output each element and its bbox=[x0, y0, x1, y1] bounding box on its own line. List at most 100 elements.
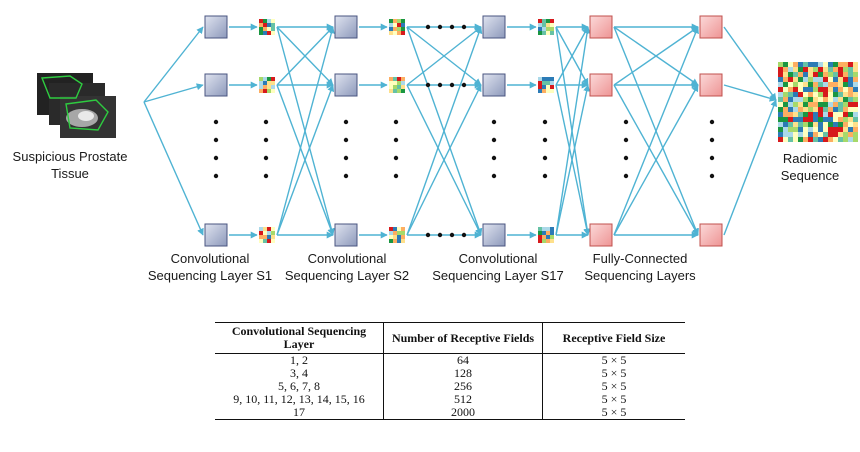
feature-map-cell bbox=[397, 239, 401, 243]
ellipsis-dot bbox=[393, 155, 399, 161]
sequence-cell bbox=[778, 102, 783, 107]
feature-map-cell bbox=[397, 89, 401, 93]
ellipsis-dot bbox=[623, 119, 629, 125]
feature-map-cell bbox=[263, 31, 267, 35]
feature-map-cell bbox=[267, 31, 271, 35]
feature-map-cell bbox=[393, 31, 397, 35]
feature-map-cell bbox=[267, 239, 271, 243]
sequence-cell bbox=[838, 92, 843, 97]
sequence-cell bbox=[843, 137, 848, 142]
sequence-cell bbox=[813, 137, 818, 142]
sequence-cell bbox=[828, 72, 833, 77]
ellipsis-dot bbox=[393, 119, 399, 125]
feature-map-cell bbox=[401, 27, 405, 31]
sequence-cell bbox=[783, 67, 788, 72]
feature-map-cell bbox=[271, 85, 275, 89]
sequence-cell bbox=[823, 62, 828, 67]
sequence-cell bbox=[793, 132, 798, 137]
table-header-row: Convolutional Sequencing Layer Number of… bbox=[215, 322, 685, 354]
sequence-cell bbox=[793, 87, 798, 92]
feature-map-cell bbox=[542, 239, 546, 243]
sequence-cell bbox=[853, 127, 858, 132]
feature-map-cell bbox=[271, 89, 275, 93]
sequence-cell bbox=[808, 92, 813, 97]
fc-node bbox=[699, 73, 723, 97]
feature-map-cell bbox=[263, 239, 267, 243]
sequence-cell bbox=[778, 77, 783, 82]
sequence-cell bbox=[818, 87, 823, 92]
sequence-cell bbox=[843, 67, 848, 72]
layer-config-table: Convolutional Sequencing Layer Number of… bbox=[215, 322, 685, 420]
sequence-cell bbox=[783, 77, 788, 82]
header-size: Receptive Field Size bbox=[542, 322, 685, 354]
feature-map bbox=[259, 19, 275, 35]
feature-map-cell bbox=[389, 81, 393, 85]
ellipsis-dot bbox=[709, 173, 715, 179]
sequence-cell bbox=[813, 92, 818, 97]
sequence-cell bbox=[853, 102, 858, 107]
sequence-cell bbox=[808, 82, 813, 87]
feature-map-cell bbox=[401, 85, 405, 89]
ellipsis-dot bbox=[425, 232, 431, 238]
sequence-cell bbox=[793, 117, 798, 122]
sequence-cell bbox=[848, 132, 853, 137]
feature-map-cell bbox=[389, 19, 393, 23]
feature-map-cell bbox=[397, 235, 401, 239]
sequence-cell bbox=[833, 122, 838, 127]
feature-map-cell bbox=[546, 27, 550, 31]
sequence-cell bbox=[838, 122, 843, 127]
ellipsis-dot bbox=[425, 82, 431, 88]
sequence-cell bbox=[778, 72, 783, 77]
sequence-cell bbox=[818, 117, 823, 122]
sequence-cell bbox=[813, 107, 818, 112]
conv-node bbox=[482, 73, 506, 97]
layer-nodes bbox=[204, 15, 723, 247]
sequence-cell bbox=[818, 132, 823, 137]
sequence-cell bbox=[803, 127, 808, 132]
sequence-cell bbox=[803, 92, 808, 97]
feature-map-cell bbox=[401, 81, 405, 85]
connection-line bbox=[276, 26, 334, 86]
ellipsis-dot bbox=[343, 137, 349, 143]
sequence-cell bbox=[843, 102, 848, 107]
sequence-cell bbox=[798, 82, 803, 87]
sequence-cell bbox=[778, 112, 783, 117]
sequence-cell bbox=[808, 102, 813, 107]
conv-node bbox=[334, 73, 358, 97]
sequence-cell bbox=[788, 97, 793, 102]
feature-map-cell bbox=[550, 81, 554, 85]
feature-map-cell bbox=[397, 85, 401, 89]
feature-map-cell bbox=[393, 77, 397, 81]
feature-map-cell bbox=[271, 239, 275, 243]
feature-map-cell bbox=[397, 227, 401, 231]
sequence-cell bbox=[838, 97, 843, 102]
sequence-cell bbox=[843, 122, 848, 127]
sequence-cell bbox=[808, 117, 813, 122]
ellipsis-dot bbox=[213, 173, 219, 179]
sequence-cell bbox=[788, 92, 793, 97]
feature-map-cell bbox=[542, 85, 546, 89]
feature-map-cell bbox=[538, 19, 542, 23]
sequence-cell bbox=[803, 117, 808, 122]
sequence-cell bbox=[823, 127, 828, 132]
sequence-cell bbox=[853, 72, 858, 77]
sequence-cell bbox=[788, 87, 793, 92]
feature-map-cell bbox=[542, 27, 546, 31]
sequence-cell bbox=[833, 97, 838, 102]
sequence-cell bbox=[848, 102, 853, 107]
feature-map-cell bbox=[538, 85, 542, 89]
sequence-cell bbox=[833, 102, 838, 107]
feature-map-cell bbox=[271, 77, 275, 81]
feature-map-cell bbox=[550, 235, 554, 239]
sequence-cell bbox=[798, 77, 803, 82]
sequence-cell bbox=[818, 77, 823, 82]
sequence-cell bbox=[823, 132, 828, 137]
feature-map-cell bbox=[393, 81, 397, 85]
sequence-cell bbox=[803, 97, 808, 102]
ellipsis-dot bbox=[491, 155, 497, 161]
feature-map-cell bbox=[271, 235, 275, 239]
fc-node bbox=[699, 223, 723, 247]
table-row: 9, 10, 11, 12, 13, 14, 15, 16 512 5 × 5 bbox=[215, 393, 685, 406]
connections bbox=[143, 23, 778, 239]
feature-map-cell bbox=[542, 23, 546, 27]
